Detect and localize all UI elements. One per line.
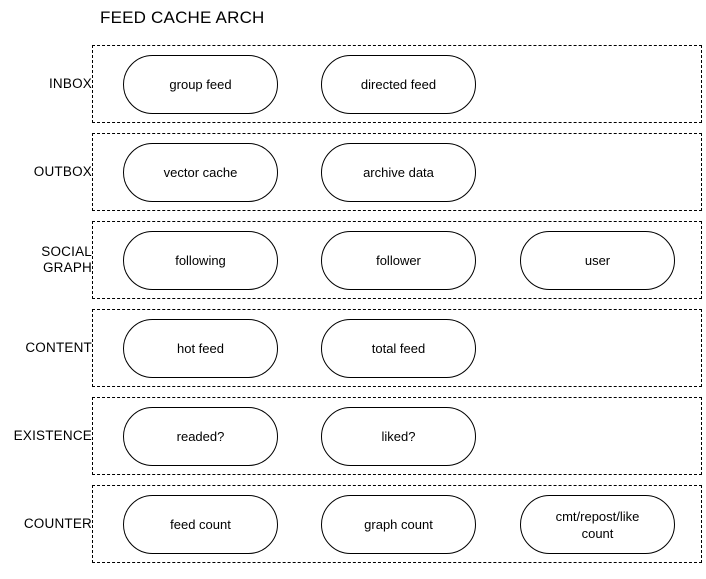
node-cmt-repost-like-count[interactable]: cmt/repost/like count [520,495,675,554]
row-nodes: following follower user [93,222,701,298]
row-container: readed? liked? [92,397,702,475]
diagram-row: SOCIAL GRAPH following follower user [0,221,706,299]
row-label-social-graph: SOCIAL GRAPH [41,244,92,275]
node-directed-feed[interactable]: directed feed [321,55,476,114]
diagram-row: INBOX group feed directed feed [0,45,706,123]
row-container: vector cache archive data [92,133,702,211]
row-nodes: group feed directed feed [93,46,701,122]
row-nodes: vector cache archive data [93,134,701,210]
node-feed-count[interactable]: feed count [123,495,278,554]
row-label-outbox: OUTBOX [33,164,92,179]
row-nodes: feed count graph count cmt/repost/like cou… [93,486,701,562]
node-user[interactable]: user [520,231,675,290]
row-label-content: CONTENT [25,340,92,355]
node-total-feed[interactable]: total feed [321,319,476,378]
row-label-inbox: INBOX [48,76,92,91]
row-container: hot feed total feed [92,309,702,387]
node-follower[interactable]: follower [321,231,476,290]
diagram-row: CONTENT hot feed total feed [0,309,706,387]
row-container: feed count graph count cmt/repost/like cou… [92,485,702,563]
diagram-row: COUNTER feed count graph count cmt/repost/l… [0,485,706,563]
node-vector-cache[interactable]: vector cache [123,143,278,202]
node-graph-count[interactable]: graph count [321,495,476,554]
node-archive-data[interactable]: archive data [321,143,476,202]
row-label-counter: COUNTER [23,516,92,531]
node-readed[interactable]: readed? [123,407,278,466]
node-group-feed[interactable]: group feed [123,55,278,114]
node-hot-feed[interactable]: hot feed [123,319,278,378]
page-title: FEED CACHE ARCH [100,8,265,27]
diagram-row: EXISTENCE readed? liked? [0,397,706,475]
node-liked[interactable]: liked? [321,407,476,466]
diagram-row: OUTBOX vector cache archive data [0,133,706,211]
row-nodes: readed? liked? [93,398,701,474]
row-nodes: hot feed total feed [93,310,701,386]
row-label-existence: EXISTENCE [13,428,92,443]
row-container: following follower user [92,221,702,299]
row-container: group feed directed feed [92,45,702,123]
node-following[interactable]: following [123,231,278,290]
